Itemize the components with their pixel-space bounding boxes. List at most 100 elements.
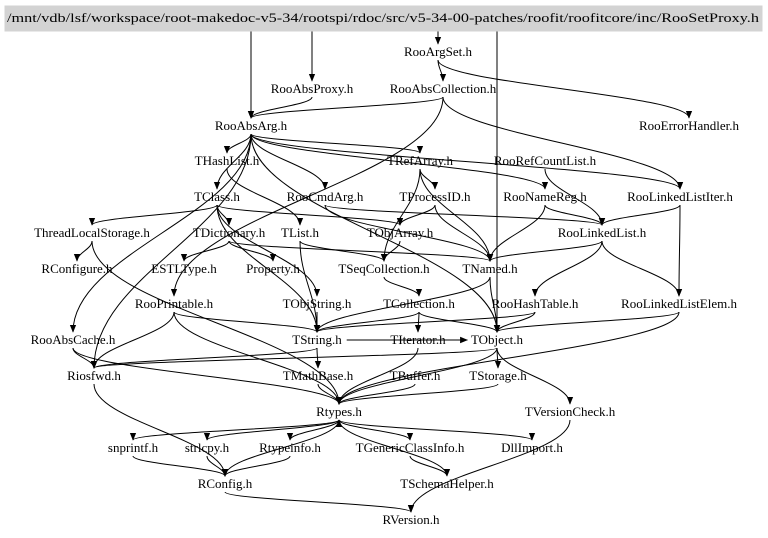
edge-rtypes-to-strlcpy bbox=[203, 419, 340, 441]
node-label: RooLinkedListElem.h bbox=[621, 296, 737, 311]
header-node-rooargset[interactable]: RooArgSet.h bbox=[404, 44, 473, 59]
header-node-tmathbase[interactable]: TMathBase.h bbox=[283, 368, 354, 383]
node-label: TObject.h bbox=[471, 332, 524, 347]
node-label: RooAbsProxy.h bbox=[271, 81, 354, 96]
node-label: Rtypes.h bbox=[316, 404, 362, 419]
header-node-tobject[interactable]: TObject.h bbox=[471, 332, 524, 347]
edge-tclass-to-tobjarray bbox=[216, 204, 404, 226]
header-node-trefarray[interactable]: TRefArray.h bbox=[387, 153, 453, 168]
header-node-strlcpy[interactable]: strlcpy.h bbox=[185, 440, 230, 455]
edge-tversioncheck-to-rversion bbox=[407, 419, 571, 513]
node-label: RooHashTable.h bbox=[492, 296, 579, 311]
header-node-rooabscache[interactable]: RooAbsCache.h bbox=[31, 332, 116, 347]
header-node-tobjarray[interactable]: TObjArray.h bbox=[367, 225, 434, 240]
node-label: TString.h bbox=[292, 332, 342, 347]
node-label: Property.h bbox=[246, 261, 300, 276]
node-label: RooAbsCache.h bbox=[31, 332, 116, 347]
edge-rtypes-to-rconfig bbox=[221, 419, 340, 477]
header-node-riosfwd[interactable]: Riosfwd.h bbox=[67, 368, 121, 383]
header-node-roocmdarg[interactable]: RooCmdArg.h bbox=[287, 189, 364, 204]
node-label: RooNameReg.h bbox=[503, 189, 587, 204]
root-node-box bbox=[4, 5, 763, 32]
edge-tobject-to-riosfwd bbox=[91, 347, 498, 369]
edge-rooabsarg-to-riosfwd bbox=[90, 133, 252, 369]
header-node-rooabsproxy[interactable]: RooAbsProxy.h bbox=[271, 81, 354, 96]
edge-roolinkedlistiter-to-roolinkedlist bbox=[598, 204, 681, 226]
node-label: TClass.h bbox=[194, 189, 240, 204]
header-node-snprintf[interactable]: snprintf.h bbox=[108, 440, 159, 455]
edge-roocmdarg-to-roolinkedlist bbox=[324, 204, 605, 226]
node-label: TObjArray.h bbox=[367, 225, 434, 240]
edge-tdictionary-to-tnamed bbox=[228, 240, 493, 262]
header-node-tversioncheck[interactable]: TVersionCheck.h bbox=[525, 404, 616, 419]
header-node-roohashtable[interactable]: RooHashTable.h bbox=[492, 296, 579, 311]
node-label: RConfig.h bbox=[198, 476, 253, 491]
header-node-rconfig[interactable]: RConfig.h bbox=[198, 476, 253, 491]
edge-trefarray-to-tseqcollection bbox=[380, 168, 421, 262]
root-file-node[interactable]: /mnt/vdb/lsf/workspace/root-makedoc-v5-3… bbox=[4, 5, 763, 32]
edge-tobject-to-rtypes bbox=[335, 347, 498, 405]
edge-rtypeinfo-to-rconfig bbox=[221, 455, 291, 477]
edge-riosfwd-to-rconfig bbox=[93, 383, 229, 477]
header-node-property[interactable]: Property.h bbox=[246, 261, 300, 276]
edge-tlist-to-tseqcollection bbox=[299, 240, 388, 262]
header-node-rooerrorhandler[interactable]: RooErrorHandler.h bbox=[639, 118, 740, 133]
edge-rooabscollection-to-rooprintable bbox=[170, 96, 444, 297]
header-node-tprocessid[interactable]: TProcessID.h bbox=[399, 189, 471, 204]
header-node-tobjstring[interactable]: TObjString.h bbox=[283, 296, 352, 311]
header-node-rooprintable[interactable]: RooPrintable.h bbox=[135, 296, 214, 311]
header-node-tseqcollection[interactable]: TSeqCollection.h bbox=[338, 261, 430, 276]
header-node-tdictionary[interactable]: TDictionary.h bbox=[193, 225, 266, 240]
header-node-roolinkedlistiter[interactable]: RooLinkedListIter.h bbox=[627, 189, 733, 204]
edge-roonamereg-to-tnamed bbox=[486, 204, 546, 262]
header-node-tschemahelper[interactable]: TSchemaHelper.h bbox=[400, 476, 494, 491]
node-label: TGenericClassInfo.h bbox=[356, 440, 465, 455]
header-node-rtypes[interactable]: Rtypes.h bbox=[316, 404, 362, 419]
edge-tdictionary-to-property bbox=[228, 240, 277, 262]
header-node-tclass[interactable]: TClass.h bbox=[194, 189, 240, 204]
edge-roolinkedlist-to-roolinkedlistelem bbox=[601, 240, 683, 297]
edge-tclass-to-threadlocalstorage bbox=[88, 204, 218, 226]
edge-tobject-to-tversioncheck bbox=[496, 347, 574, 405]
header-node-rooabsarg[interactable]: RooAbsArg.h bbox=[215, 118, 288, 133]
node-label: RooRefCountList.h bbox=[494, 153, 597, 168]
header-node-dllimport[interactable]: DllImport.h bbox=[501, 440, 563, 455]
edge-tstring-to-tmathbase bbox=[314, 347, 322, 369]
header-node-rconfigure[interactable]: RConfigure.h bbox=[41, 261, 113, 276]
header-node-tnamed[interactable]: TNamed.h bbox=[462, 261, 518, 276]
header-node-roolinkedlistelem[interactable]: RooLinkedListElem.h bbox=[621, 296, 737, 311]
header-node-roorefcountlist[interactable]: RooRefCountList.h bbox=[494, 153, 597, 168]
node-label: DllImport.h bbox=[501, 440, 563, 455]
node-label: TObjString.h bbox=[283, 296, 352, 311]
header-node-titerator[interactable]: TIterator.h bbox=[390, 332, 446, 347]
edge-tdictionary-to-estltype bbox=[180, 240, 230, 262]
node-label: RooPrintable.h bbox=[135, 296, 214, 311]
header-node-tcollection[interactable]: TCollection.h bbox=[383, 296, 455, 311]
node-label: RooAbsArg.h bbox=[215, 118, 288, 133]
header-node-tgenericclassinfo[interactable]: TGenericClassInfo.h bbox=[356, 440, 465, 455]
header-node-roolinkedlist[interactable]: RooLinkedList.h bbox=[558, 225, 647, 240]
node-label: ThreadLocalStorage.h bbox=[34, 225, 150, 240]
edge-tclass-to-tobjstring bbox=[216, 204, 321, 297]
header-node-tbuffer[interactable]: TBuffer.h bbox=[390, 368, 441, 383]
node-label: RooLinkedList.h bbox=[558, 225, 647, 240]
header-node-thashlist[interactable]: THashList.h bbox=[195, 153, 260, 168]
node-label: RConfigure.h bbox=[41, 261, 113, 276]
header-node-rversion[interactable]: RVersion.h bbox=[382, 512, 440, 527]
header-node-tstring[interactable]: TString.h bbox=[292, 332, 342, 347]
header-node-roonamereg[interactable]: RooNameReg.h bbox=[503, 189, 587, 204]
header-node-estltype[interactable]: ESTLType.h bbox=[151, 261, 217, 276]
header-node-tstorage[interactable]: TStorage.h bbox=[469, 368, 527, 383]
edge-rooargset-to-rooerrorhandler bbox=[437, 59, 693, 119]
header-node-tlist[interactable]: TList.h bbox=[281, 225, 319, 240]
edge-rooabsarg-to-tobject bbox=[250, 133, 501, 333]
header-node-rtypeinfo[interactable]: Rtypeinfo.h bbox=[259, 440, 321, 455]
node-label: strlcpy.h bbox=[185, 440, 230, 455]
header-node-rooabscollection[interactable]: RooAbsCollection.h bbox=[390, 81, 497, 96]
node-label: TList.h bbox=[281, 225, 319, 240]
edge-threadlocalstorage-to-rconfigure bbox=[73, 240, 93, 262]
edge-rooabsarg-to-roonamereg bbox=[250, 133, 549, 190]
header-node-threadlocalstorage[interactable]: ThreadLocalStorage.h bbox=[34, 225, 150, 240]
edge-roocmdarg-to-tnamed bbox=[324, 204, 494, 262]
